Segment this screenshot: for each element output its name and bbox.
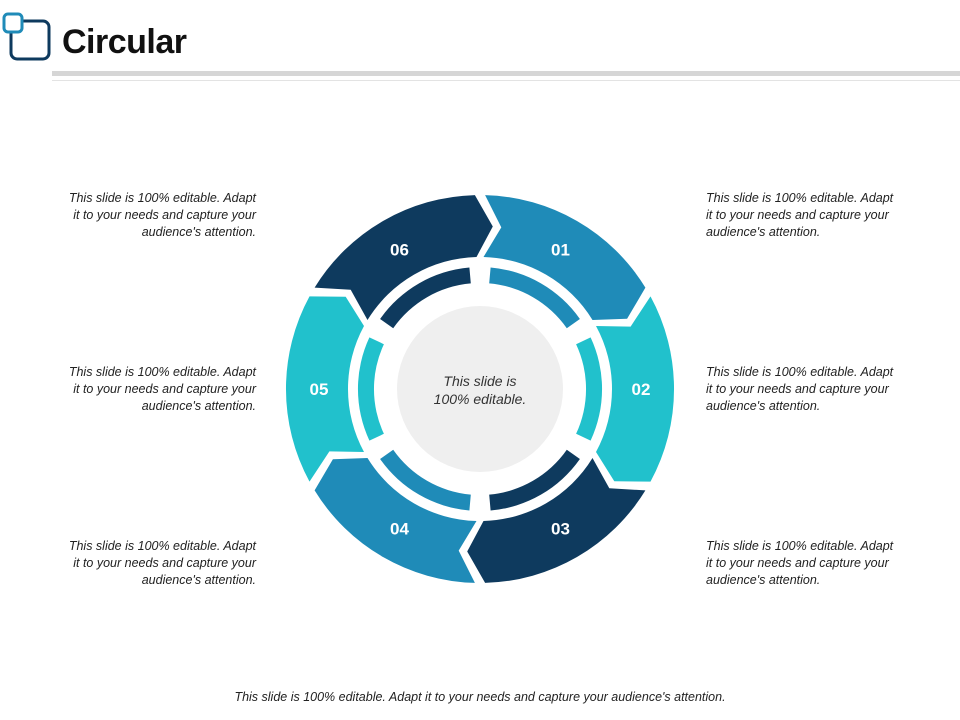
note-line: audience's attention. xyxy=(706,573,821,587)
ring-segment-02 xyxy=(596,296,675,482)
note-line: This slide is 100% editable. Adapt xyxy=(706,365,894,379)
inner-arc-01 xyxy=(489,267,580,329)
title-underline xyxy=(52,71,960,76)
center-circle xyxy=(397,306,563,472)
logo-icon xyxy=(2,12,51,61)
segment-label: 01 xyxy=(551,241,570,260)
note-right-top: This slide is 100% editable. Adapt it to… xyxy=(706,190,926,241)
note-line: it to your needs and capture your xyxy=(706,208,889,222)
note-line: This slide is 100% editable. Adapt xyxy=(706,539,894,553)
center-text-line2: 100% editable. xyxy=(434,391,527,407)
ring-segment-01 xyxy=(483,195,646,320)
segment-label: 06 xyxy=(390,241,409,260)
note-line: it to your needs and capture your xyxy=(73,382,256,396)
segment-label: 02 xyxy=(632,380,651,399)
segment-label: 04 xyxy=(390,519,409,538)
note-line: it to your needs and capture your xyxy=(73,556,256,570)
ring-segment-04 xyxy=(314,458,477,583)
inner-arc-06 xyxy=(380,267,471,329)
note-line: This slide is 100% editable. Adapt xyxy=(68,365,256,379)
outer-ring xyxy=(285,195,675,583)
note-line: it to your needs and capture your xyxy=(73,208,256,222)
note-left-top: This slide is 100% editable. Adapt it to… xyxy=(36,190,256,241)
note-right-bottom: This slide is 100% editable. Adapt it to… xyxy=(706,538,926,589)
note-line: it to your needs and capture your xyxy=(706,382,889,396)
note-line: audience's attention. xyxy=(706,225,821,239)
note-line: audience's attention. xyxy=(141,573,256,587)
note-line: audience's attention. xyxy=(141,399,256,413)
page-title: Circular xyxy=(62,23,187,61)
inner-arc-04 xyxy=(380,449,471,511)
note-left-bottom: This slide is 100% editable. Adapt it to… xyxy=(36,538,256,589)
note-line: it to your needs and capture your xyxy=(706,556,889,570)
note-line: This slide is 100% editable. Adapt xyxy=(706,191,894,205)
ring-segment-05 xyxy=(285,296,364,482)
note-line: audience's attention. xyxy=(706,399,821,413)
ring-segment-06 xyxy=(314,195,493,320)
note-right-middle: This slide is 100% editable. Adapt it to… xyxy=(706,364,926,415)
segment-label: 05 xyxy=(310,380,329,399)
inner-arc-05 xyxy=(357,337,384,441)
note-line: audience's attention. xyxy=(141,225,256,239)
segment-label: 03 xyxy=(551,519,570,538)
inner-arc-02 xyxy=(576,337,603,441)
inner-ring xyxy=(357,267,603,511)
note-left-middle: This slide is 100% editable. Adapt it to… xyxy=(36,364,256,415)
ring-segment-03 xyxy=(467,458,646,583)
title-underline-thin xyxy=(52,80,960,81)
center-text-line1: This slide is xyxy=(443,373,516,389)
footer-note: This slide is 100% editable. Adapt it to… xyxy=(234,690,726,704)
segment-labels: 01 02 03 04 05 06 xyxy=(310,241,651,539)
inner-arc-03 xyxy=(489,449,580,511)
note-line: This slide is 100% editable. Adapt xyxy=(68,191,256,205)
note-line: This slide is 100% editable. Adapt xyxy=(68,539,256,553)
